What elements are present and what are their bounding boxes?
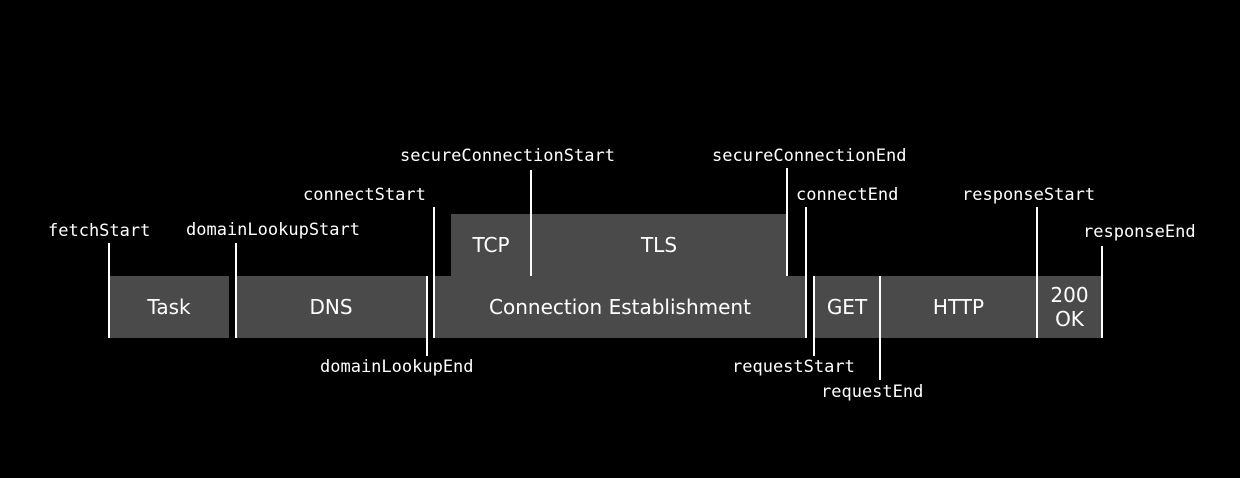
task-label: Task bbox=[147, 295, 191, 319]
status-text-label: OK bbox=[1055, 307, 1084, 331]
responseend-label: responseEnd bbox=[1083, 222, 1196, 242]
requeststart-line bbox=[813, 276, 815, 356]
dns-label: DNS bbox=[309, 295, 353, 319]
tcp-label: TCP bbox=[472, 233, 510, 257]
secureconnectionstart-label: secureConnectionStart bbox=[400, 146, 615, 166]
responsestart-label: responseStart bbox=[962, 185, 1096, 205]
secureconnectionend-label: secureConnectionEnd bbox=[712, 146, 907, 166]
status-code-label: 200 bbox=[1050, 283, 1089, 307]
tls-block: TLS bbox=[531, 214, 787, 276]
requestend-label: requestEnd bbox=[821, 382, 924, 402]
status-200-ok-block: 200 OK bbox=[1037, 276, 1102, 338]
secureconnectionend-line bbox=[786, 168, 788, 276]
http-label: HTTP bbox=[932, 295, 985, 319]
domainlookupend-line bbox=[426, 276, 428, 356]
fetchstart-label: fetchStart bbox=[48, 221, 151, 241]
connection-establishment-label: Connection Establishment bbox=[489, 295, 751, 319]
task-block: Task bbox=[109, 276, 229, 338]
tls-label: TLS bbox=[640, 233, 678, 257]
domainlookupstart-line bbox=[235, 243, 237, 338]
dns-block: DNS bbox=[236, 276, 426, 338]
connection-establishment-block: Connection Establishment bbox=[434, 276, 806, 338]
domainlookupstart-label: domainLookupStart bbox=[186, 220, 360, 240]
connectstart-label: connectStart bbox=[303, 185, 426, 205]
requeststart-label: requestStart bbox=[732, 357, 855, 377]
responseend-line bbox=[1101, 246, 1103, 338]
responsestart-line bbox=[1036, 207, 1038, 338]
connectend-line bbox=[805, 207, 807, 338]
tcp-block: TCP bbox=[451, 214, 531, 276]
get-label: GET bbox=[826, 295, 868, 319]
secureconnectionstart-line bbox=[530, 170, 532, 276]
connectend-label: connectEnd bbox=[796, 185, 899, 205]
domainlookupend-label: domainLookupEnd bbox=[320, 357, 474, 377]
get-block: GET bbox=[814, 276, 880, 338]
connectstart-line bbox=[433, 207, 435, 338]
requestend-line bbox=[879, 276, 881, 380]
http-block: HTTP bbox=[880, 276, 1037, 338]
fetchstart-line bbox=[108, 243, 110, 338]
